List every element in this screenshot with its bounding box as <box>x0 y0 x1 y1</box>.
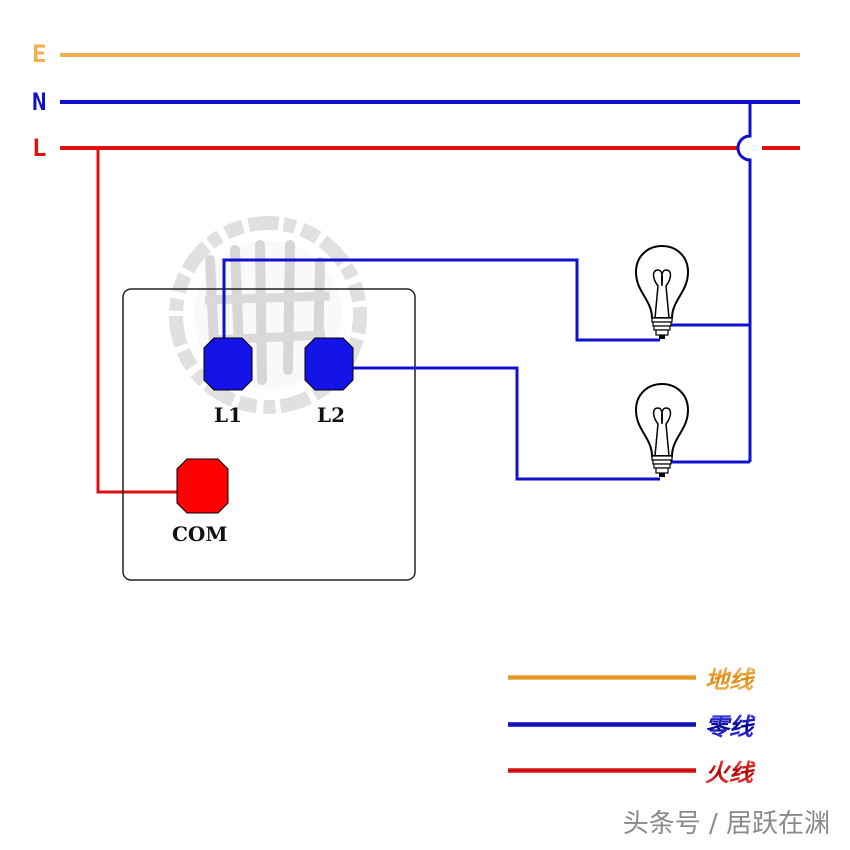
lamp-2 <box>634 382 690 477</box>
terminal-l1 <box>203 337 253 391</box>
terminal-label-l1: L1 <box>214 403 242 427</box>
l2-wire <box>350 366 660 481</box>
legend-swatch-earth <box>508 675 696 680</box>
rail-label-earth: E <box>32 40 46 68</box>
terminal-com <box>176 458 229 514</box>
switch-panel <box>122 288 416 581</box>
legend-label-live: 火线 <box>705 758 756 787</box>
legend-swatch-neutral <box>508 722 696 727</box>
legend: 地线 零线 火线 <box>508 665 756 787</box>
footer-credit: 头条号 / 居跃在渊 <box>623 809 830 839</box>
l1-wire <box>222 258 660 345</box>
neutral-drop-wire <box>736 102 752 462</box>
terminal-label-com: COM <box>172 522 227 546</box>
lamp-1 <box>634 244 690 339</box>
legend-label-neutral: 零线 <box>705 712 756 741</box>
live-drop-wire <box>96 148 182 494</box>
legend-label-earth: 地线 <box>705 665 756 694</box>
legend-swatch-live <box>508 768 696 773</box>
terminal-l2 <box>304 337 354 391</box>
rail-label-neutral: N <box>32 88 46 116</box>
rail-label-live: L <box>32 134 46 162</box>
terminal-label-l2: L2 <box>317 403 345 427</box>
